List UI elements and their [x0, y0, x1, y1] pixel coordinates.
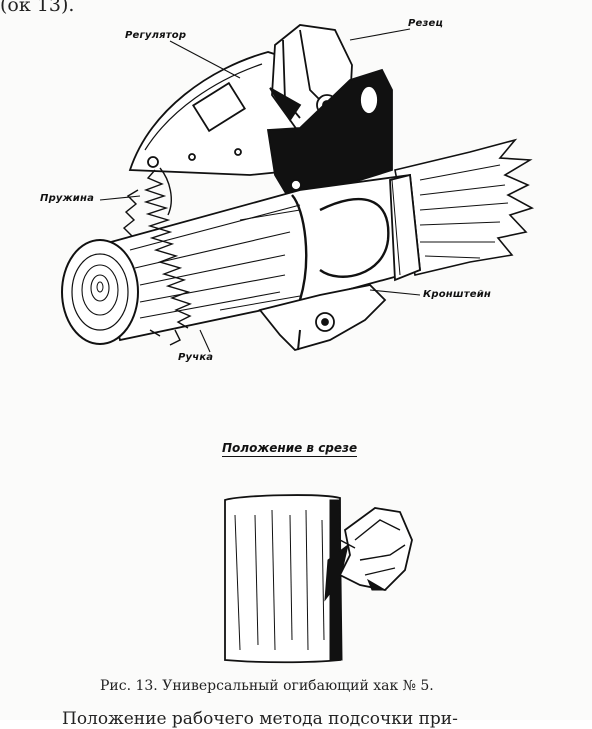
stick-far-end: [394, 138, 535, 276]
bottom-text-fragment: Положение рабочего метода подсочки при-: [62, 709, 458, 729]
spring: [122, 167, 192, 329]
label-spring: Пружина: [40, 193, 95, 204]
log: [98, 173, 421, 342]
label-handle: Ручка: [178, 352, 214, 363]
log-end-rings: [61, 239, 139, 345]
handle: [149, 329, 181, 346]
cut-illustration: [224, 494, 413, 664]
bracket-plate: [266, 68, 393, 202]
top-text-fragment: (ок 13).: [0, 0, 75, 16]
leader-lines: [99, 28, 421, 353]
label-bracket: Кронштейн: [423, 289, 492, 300]
section-title-position-in-cut: Положение в срезе: [222, 441, 358, 457]
label-cutter: Резец: [408, 18, 444, 29]
bracket-clamp: [258, 173, 421, 352]
figure-caption: Рис. 13. Универсальный огибающий хак № 5…: [100, 678, 434, 694]
label-regulator: Регулятор: [125, 30, 187, 41]
